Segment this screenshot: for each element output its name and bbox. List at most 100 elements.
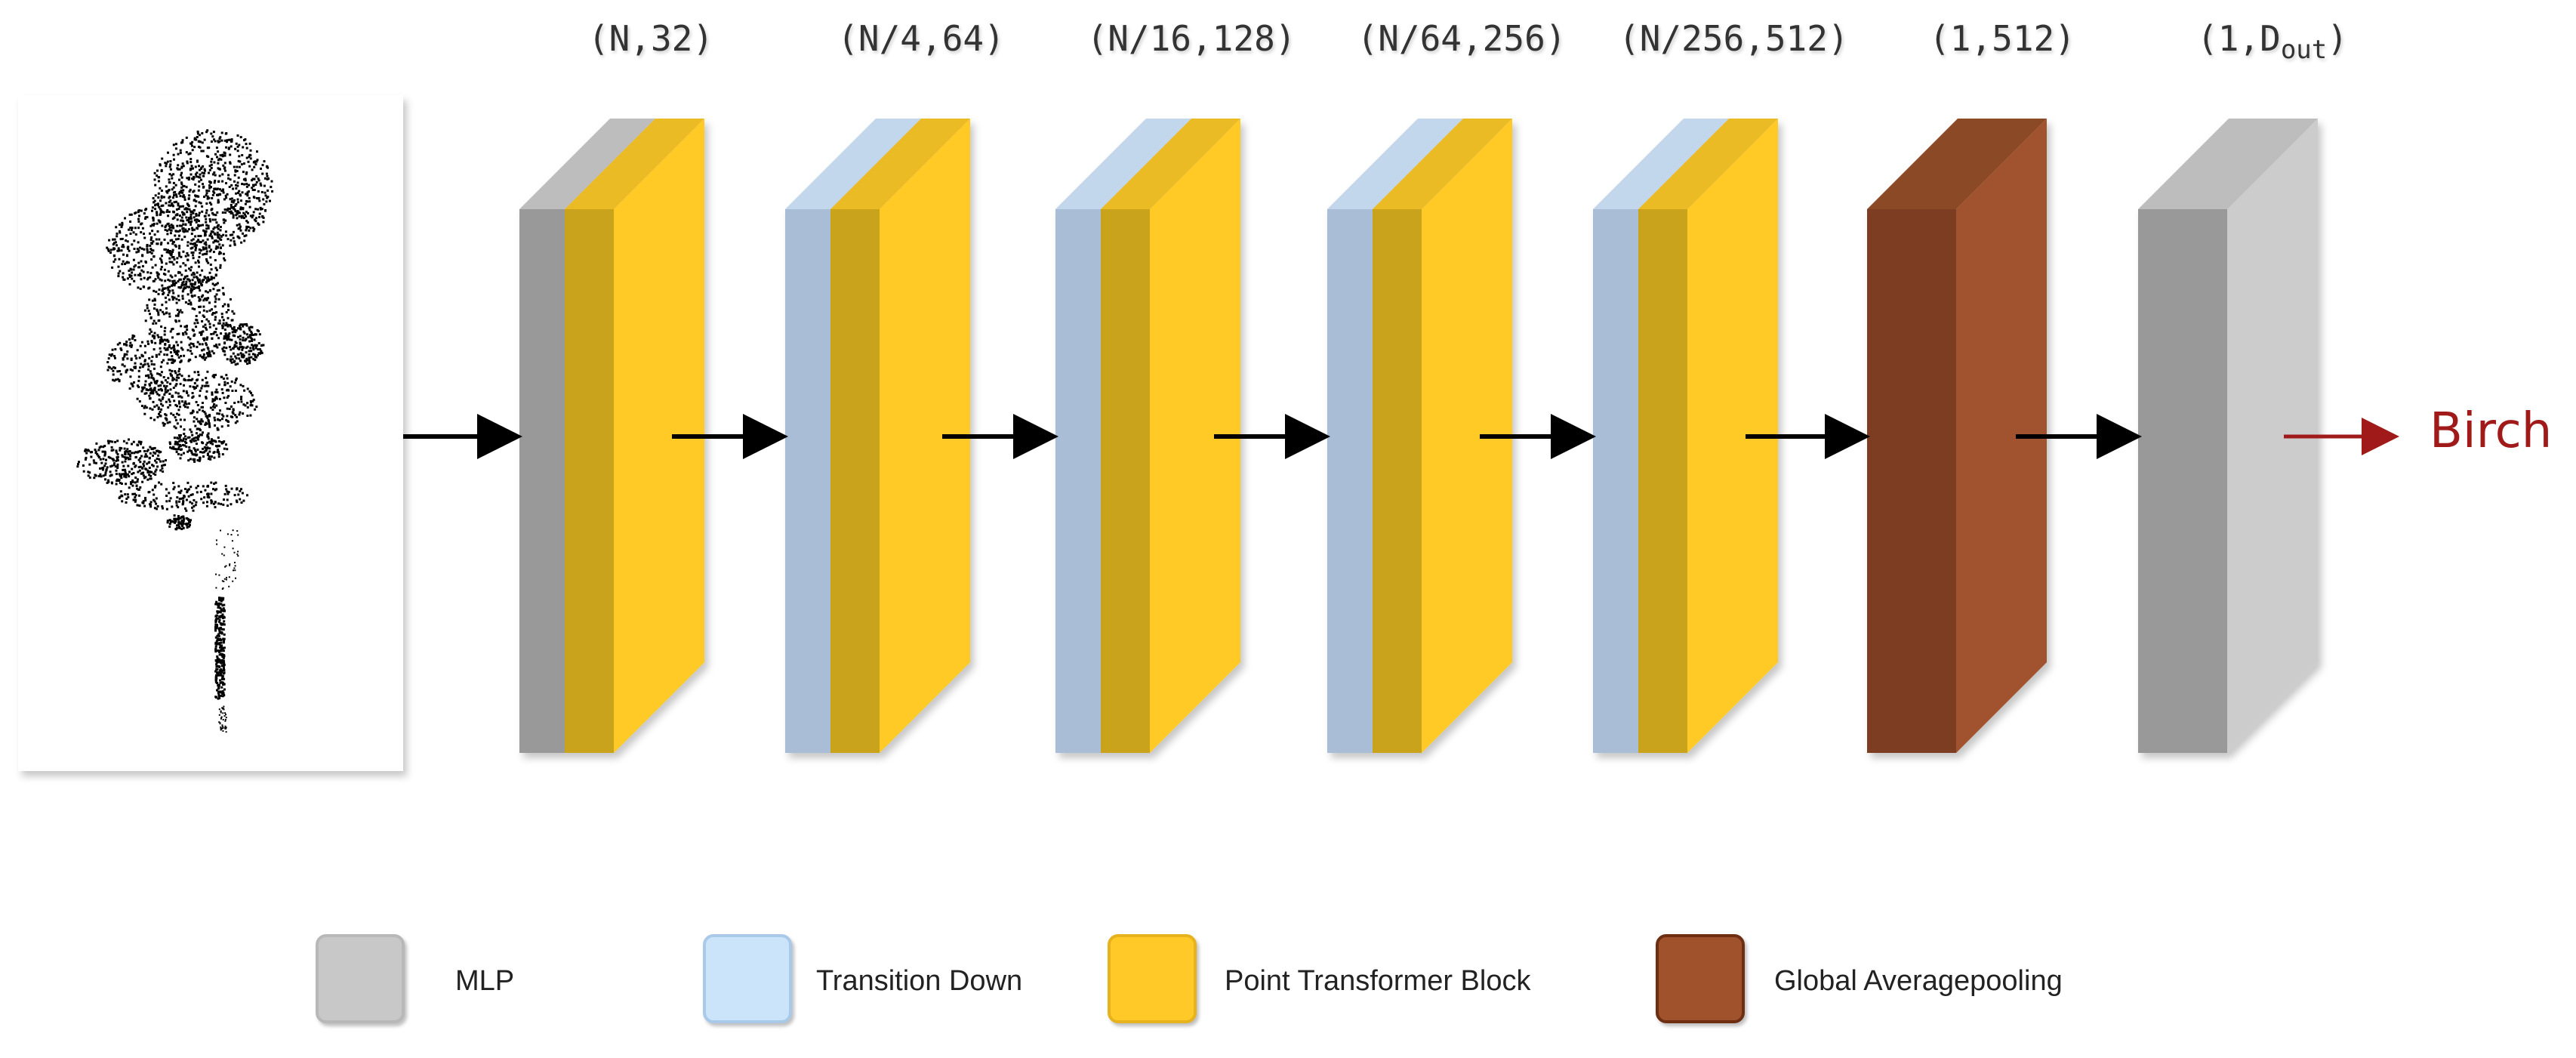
- tree-point: [165, 248, 167, 251]
- tree-point: [98, 446, 101, 449]
- tree-point: [240, 354, 243, 357]
- tree-point: [266, 174, 269, 177]
- tree-point: [219, 681, 222, 684]
- tree-point: [258, 333, 261, 336]
- tree-point: [151, 206, 154, 209]
- tree-point: [202, 356, 205, 359]
- tree-point: [180, 224, 183, 227]
- tree-point: [110, 446, 113, 449]
- point-transformer-layer-front: [1373, 209, 1422, 753]
- tree-point: [239, 323, 242, 326]
- tree-point: [179, 522, 182, 525]
- tree-point: [220, 413, 223, 416]
- tree-point: [258, 199, 261, 202]
- tree-point: [205, 131, 208, 134]
- tree-point: [221, 286, 224, 289]
- tree-point: [140, 405, 143, 407]
- tree-point: [230, 184, 233, 187]
- tree-point: [151, 408, 154, 411]
- tree-point: [96, 453, 99, 455]
- tree-point: [155, 390, 158, 393]
- tree-point: [169, 351, 172, 354]
- tree-point: [205, 397, 208, 399]
- tree-point: [153, 363, 156, 366]
- tree-point: [184, 224, 187, 227]
- tree-point: [190, 282, 193, 285]
- tree-point: [165, 311, 168, 314]
- tree-point: [178, 402, 181, 405]
- tree-point: [211, 350, 214, 353]
- tree-point: [174, 184, 177, 187]
- tree-point: [223, 554, 225, 557]
- tree-point: [190, 352, 193, 355]
- tree-point: [174, 403, 177, 406]
- tree-point: [217, 436, 220, 439]
- tree-point: [151, 335, 154, 338]
- tree-point: [143, 405, 146, 408]
- tree-point: [160, 361, 163, 364]
- tree-point: [168, 251, 171, 254]
- tree-point: [218, 574, 220, 576]
- tree-point: [233, 165, 236, 168]
- tree-point: [236, 145, 239, 148]
- tree-point: [182, 437, 185, 440]
- tree-point: [169, 199, 172, 202]
- tree-point: [152, 219, 155, 222]
- tree-point: [150, 330, 153, 333]
- tree-point: [218, 674, 221, 677]
- tree-point: [218, 140, 221, 143]
- tree-point: [242, 232, 244, 235]
- tree-point: [184, 254, 187, 258]
- tree-point: [228, 186, 231, 188]
- tree-point: [149, 501, 153, 504]
- tree-point: [237, 176, 240, 179]
- tree-point: [210, 203, 213, 206]
- stage-7-dimension-label: (1,Dout): [2159, 18, 2386, 65]
- tree-point: [181, 443, 184, 446]
- tree-point: [183, 384, 185, 387]
- tree-point: [205, 504, 208, 507]
- tree-point: [138, 504, 141, 507]
- tree-point: [140, 467, 143, 469]
- tree-point: [128, 273, 131, 276]
- tree-point: [136, 451, 139, 454]
- tree-point: [226, 396, 229, 399]
- tree-point: [171, 276, 174, 279]
- tree-point: [254, 333, 257, 336]
- tree-point: [232, 214, 235, 217]
- tree-point: [208, 187, 211, 190]
- tree-point: [215, 344, 218, 347]
- tree-point: [214, 374, 217, 376]
- tree-point: [137, 286, 140, 289]
- tree-point: [177, 280, 180, 283]
- tree-point: [150, 376, 153, 379]
- tree-point: [163, 464, 166, 467]
- tree-point: [193, 437, 196, 440]
- tree-point: [148, 467, 151, 469]
- tree-point: [176, 218, 179, 221]
- tree-point: [269, 199, 271, 202]
- tree-point: [139, 344, 142, 347]
- tree-point: [184, 269, 187, 272]
- tree-point: [237, 335, 240, 338]
- tree-point: [192, 242, 194, 245]
- legend-label-mlp: MLP: [455, 965, 515, 997]
- tree-point: [149, 224, 153, 227]
- tree-point: [125, 234, 128, 237]
- tree-point: [193, 208, 196, 211]
- tree-point: [230, 338, 233, 341]
- tree-point: [229, 178, 232, 181]
- tree-point: [176, 496, 179, 499]
- tree-point: [220, 603, 223, 606]
- tree-point: [214, 390, 217, 393]
- tree-point: [220, 661, 223, 664]
- tree-point: [156, 507, 159, 510]
- tree-point: [191, 295, 194, 298]
- tree-point: [107, 442, 110, 445]
- tree-point: [82, 464, 85, 467]
- tree-point: [240, 199, 242, 202]
- tree-point: [105, 468, 108, 471]
- point-transformer-layer-top: [1638, 119, 1778, 209]
- tree-point: [219, 722, 221, 724]
- tree-point: [146, 251, 149, 254]
